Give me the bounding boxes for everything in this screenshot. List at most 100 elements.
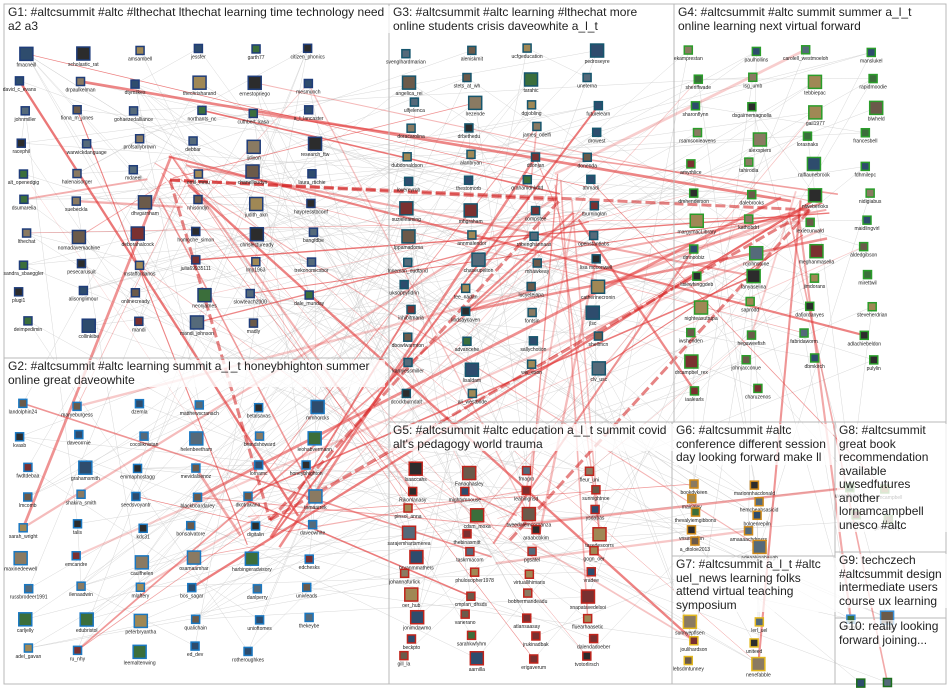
svg-text:annmalendor: annmalendor [457,241,487,247]
svg-text:bryanmmathers: bryanmmathers [399,566,434,572]
node-pgsatel: pgsatel [524,546,540,563]
svg-text:sharonflynn: sharonflynn [683,112,709,118]
svg-text:sunnyepflsen: sunnyepflsen [675,630,705,636]
node-lsaaccahs: lsaaccahs [405,461,427,483]
node-lnneman-dudtand: lnneman_dudtand [388,257,428,274]
node-alexspiers: alexspiers [749,132,772,154]
node-caulfhelen: caulfhelen [130,555,153,577]
node-betalsavas: betalsavas [247,402,271,420]
node-lanyaselina: lanyaselina [741,268,766,291]
node-fiona-m-jones: fiona_m_jones [61,104,94,122]
node-bobhermandeadu: bobhermandeadu [508,588,548,605]
svg-text:joulihardson: joulihardson [679,647,707,653]
svg-text:Rikonlanasy: Rikonlanasy [399,497,427,503]
svg-text:uniteed: uniteed [746,649,763,655]
node-ralflaunebrook: ralflaunebrook [798,156,830,178]
svg-text:tebbiepac: tebbiepac [804,90,826,96]
svg-text:ali_westbride: ali_westbride [458,399,487,405]
node-uniteed: uniteed [746,638,763,655]
node-jonimdawmo: jonimdawmo [402,609,431,632]
svg-text:bookdvkeen: bookdvkeen [680,490,707,496]
node-bangfdbe: bangfdbe [303,227,324,244]
node-tvotorlirsch: tvotorlirsch [575,651,599,668]
node-collinkibe: collinkibe [78,318,99,340]
node-dbowlwarmton: dbowlwarmton [392,332,424,349]
node-nhisondjn: nhisondjn [187,194,209,212]
svg-text:talis: talis [73,530,82,536]
node-fanaqhasley: Fanaqhasley [455,465,484,488]
svg-text:ilenaadwin: ilenaadwin [69,592,93,598]
svg-text:Fanaqhasley: Fanaqhasley [455,482,484,488]
svg-text:lindsaycaven: lindsaycaven [451,317,480,323]
node-phulosopher1978: phulosopher1978 [455,567,494,584]
svg-text:scholastic_rat: scholastic_rat [68,62,99,68]
node-james-odelfi: james_odelfi [522,121,551,138]
svg-text:helenbeetham: helenbeetham [180,447,212,453]
svg-text:gail1977: gail1977 [806,121,825,127]
svg-text:lebsdmtunney: lebsdmtunney [673,667,705,673]
node-carljelly: carljelly [17,612,34,634]
svg-text:leohabvermann: leohabvermann [297,447,332,453]
svg-text:suebeckla: suebeckla [65,207,88,213]
svg-text:shakira_smith: shakira_smith [66,500,97,506]
node-compstee: compstee [525,205,547,223]
node-alt-openedgig: alt_openedgig [8,169,39,186]
svg-text:tvotorlirsch: tvotorlirsch [575,662,599,668]
svg-text:maidlingvirl: maidlingvirl [854,226,879,232]
svg-text:svenglhardmarian: svenglhardmarian [386,60,426,66]
svg-text:johnmiller: johnmiller [14,117,37,123]
svg-text:univleads: univleads [296,593,318,599]
node-francesbell: francesbell [853,127,877,145]
svg-text:lppamadoma: lppamadoma [394,245,423,251]
node-emcandre: emcandre [65,551,88,568]
svg-text:dzemla: dzemla [131,410,147,416]
svg-text:trekonomicsbor: trekonomicsbor [294,268,329,274]
node-edubristol: edubristol [76,612,98,634]
svg-text:cocoliknistan: cocoliknistan [130,442,159,448]
node-steveherdrian: steveherdrian [857,301,888,319]
node-mandi: mandi [132,316,146,333]
svg-text:jrukinadbak: jrukinadbak [522,642,549,648]
node-inhibitmaria: inhibitmaria [398,304,424,321]
node-qualichain: qualichain [184,614,207,631]
node-marionnhacdonald: marionnhacdonald [734,480,775,497]
node-garth77: garth77 [248,44,265,61]
svg-text:araabcbkim: araabcbkim [523,536,549,542]
svg-text:rsamsonleavens: rsamsonleavens [679,139,716,145]
node-helenbeetham: helenbeetham [180,431,212,453]
node-dale-munday: dale_munday [294,290,325,307]
node-dubdonaldson: dubdonaldson [391,152,423,169]
node-shellmcn: shellmcn [589,331,609,348]
node-fmacneill: fmacneill [17,46,36,68]
svg-text:madly: madly [247,329,261,335]
node-chaseupelton: chaseupelton [464,252,494,274]
node-bryanmmathers: bryanmmathers [399,549,434,572]
svg-text:brandshoward: brandshoward [244,442,276,448]
svg-text:dbmkirch: dbmkirch [804,364,825,370]
node-mmhorcks: mmhorcks [306,399,330,421]
node-johnmiller: johnmiller [14,106,37,123]
svg-text:mandi: mandi [132,327,146,333]
node-jrukinadbak: jrukinadbak [522,631,549,648]
svg-text:citizen_phonics: citizen_phonics [291,54,326,60]
svg-text:tarahic: tarahic [524,88,540,94]
svg-text:slowteach2000: slowteach2000 [234,300,268,306]
group-label-g9: G9: techczech #altcsummit design interme… [837,553,950,608]
svg-text:ulfjelenca: ulfjelenca [404,108,425,114]
svg-text:kdc31: kdc31 [137,534,151,540]
svg-text:bonsalvatore: bonsalvatore [176,532,205,538]
node-fleur-uni: fleur_uni [580,466,599,483]
node-mightymnouse: mightymnouse [449,486,482,503]
node-pulylin: pulylin [867,355,881,372]
node-ru-nhy: ru_nhy [70,645,86,662]
node-tahirodia: tahirodia [739,157,759,174]
node-scholastic-rat: scholastic_rat [68,46,99,68]
svg-text:advancehe: advancehe [455,347,480,353]
svg-text:mightymnouse: mightymnouse [449,497,482,503]
node-chrislectuready: chrislectuready [240,226,274,249]
svg-text:erigaverum: erigaverum [521,665,546,671]
node-kathobdrt: kathobdrt [738,214,760,231]
svg-text:fmagro: fmagro [519,477,535,483]
svg-text:chaseupelton: chaseupelton [464,268,494,274]
node-cmplan-dhsds: cmplan_dhsds [455,591,488,608]
